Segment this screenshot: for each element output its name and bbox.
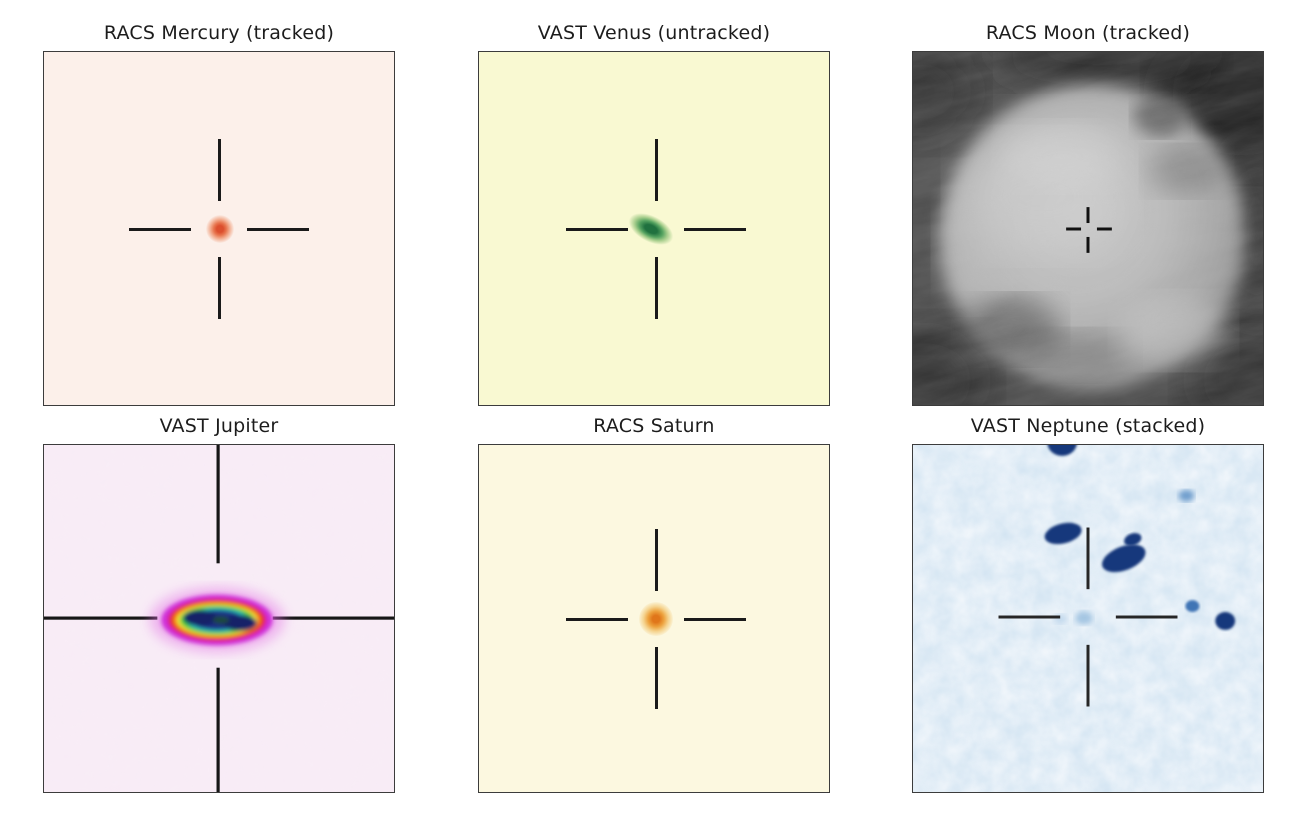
crosshair-right-arm: [272, 616, 394, 620]
crosshair-bottom-arm: [217, 257, 221, 319]
panel-title-neptune: VAST Neptune (stacked): [970, 415, 1206, 437]
crosshair-right-arm: [247, 227, 309, 231]
crosshair-top-arm: [216, 445, 220, 564]
saturn-image: [478, 444, 830, 793]
panel-title-mercury: RACS Mercury (tracked): [103, 22, 335, 44]
crosshair-left-arm: [129, 227, 191, 231]
crosshair-left-arm: [566, 227, 628, 231]
crosshair-top-arm: [1086, 527, 1090, 590]
crosshair-bottom-arm: [216, 667, 220, 792]
moon-image: [912, 51, 1264, 406]
panel-title-venus: VAST Venus (untracked): [537, 22, 771, 44]
venus-source-blob: [623, 206, 679, 252]
mercury-source-point: [206, 215, 234, 243]
crosshair-top-arm: [217, 139, 221, 201]
crosshair-bottom-arm: [1086, 644, 1090, 707]
crosshair-left-arm: [44, 616, 158, 620]
neptune-image: [912, 444, 1264, 793]
moon-radio-map: [913, 52, 1263, 405]
crosshair-top-arm: [1086, 207, 1090, 224]
crosshair-right-arm: [684, 227, 746, 231]
moon-small-crosshair: [1066, 207, 1112, 253]
saturn-source-point: [639, 602, 673, 636]
crosshair-bottom-arm: [1086, 236, 1090, 253]
crosshair-bottom-arm: [654, 647, 658, 709]
crosshair-right-arm: [1115, 615, 1178, 619]
panel-title-jupiter: VAST Jupiter: [159, 415, 279, 437]
jupiter-image: [43, 444, 395, 793]
jupiter-radio-map: [44, 445, 394, 792]
crosshair-left-arm: [1066, 227, 1082, 231]
crosshair-left-arm: [998, 615, 1061, 619]
crosshair-left-arm: [566, 617, 628, 621]
crosshair-right-arm: [684, 617, 746, 621]
crosshair-right-arm: [1096, 227, 1112, 231]
moon-noise-texture: [913, 52, 1263, 405]
crosshair-top-arm: [654, 139, 658, 201]
jupiter-rainbow-source: [149, 587, 285, 653]
panel-title-moon: RACS Moon (tracked): [985, 22, 1191, 44]
mercury-image: [43, 51, 395, 406]
neptune-field-sources: [1044, 445, 1236, 630]
panel-title-saturn: RACS Saturn: [593, 415, 715, 437]
neptune-radio-map: [913, 445, 1263, 792]
jupiter-crosshair: [44, 445, 394, 792]
crosshair-top-arm: [654, 529, 658, 591]
venus-image: [478, 51, 830, 406]
crosshair-bottom-arm: [654, 257, 658, 319]
neptune-crosshair: [998, 527, 1178, 707]
